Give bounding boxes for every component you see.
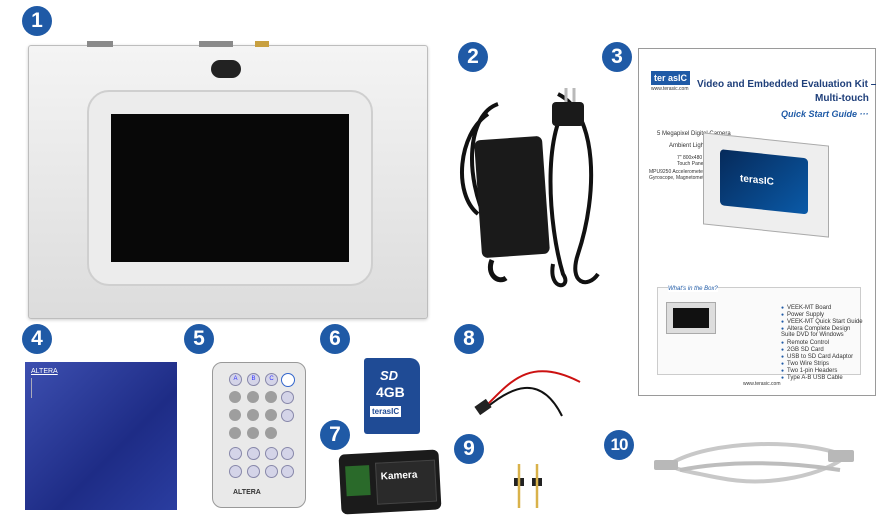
qsg-callout: Ambient Light Sensor (669, 143, 727, 149)
badge-2: 2 (458, 42, 488, 72)
remote-key (265, 391, 277, 403)
qsg-screen-logo: terasIC (740, 173, 774, 188)
remote-power-key (281, 373, 295, 387)
usb-sd-card-reader: Kamera (338, 449, 442, 515)
remote-key (247, 447, 260, 460)
remote-control: A B C ALTERA (212, 362, 306, 508)
remote-altera-logo: ALTERA (233, 489, 261, 496)
reader-slot (345, 465, 371, 497)
sd-card: SD 4GB terasIC (364, 358, 420, 434)
remote-key (281, 447, 294, 460)
qsg-box-item: VEEK-MT Quick Start Guide (781, 319, 863, 325)
qsg-url: www.terasic.com (651, 86, 689, 92)
board-port (255, 41, 269, 47)
qsg-mini-screen (673, 308, 709, 328)
qsg-box-item: Altera Complete Design Suite DVD for Win… (781, 326, 861, 338)
board-port (87, 41, 113, 47)
qsg-box-item: Two 1-pin Headers (781, 368, 837, 374)
qsg-mini-board (666, 302, 716, 334)
remote-key (281, 391, 294, 404)
badge-4: 4 (22, 324, 52, 354)
camera-module (211, 60, 241, 78)
badge-1: 1 (22, 6, 52, 36)
qsg-callout: 5 Megapixel Digital Camera (657, 131, 731, 137)
remote-key-b: B (247, 373, 260, 386)
qsg-callout: MPU9250 Accelerometer Gyroscope, Magneto… (649, 169, 726, 181)
qsg-board-photo: terasIC (703, 132, 829, 238)
remote-key (265, 427, 277, 439)
remote-key (229, 391, 241, 403)
qsg-board-screen: terasIC (720, 149, 808, 215)
display-board (28, 41, 428, 319)
qsg-box-heading: What's in the Box? (668, 286, 718, 292)
reader-brand: Kamera (380, 469, 418, 483)
remote-key (229, 447, 242, 460)
qsg-box-item: Power Supply (781, 312, 824, 318)
pin-headers (514, 464, 542, 508)
qsg-box-item: Type A-B USB Cable (781, 375, 843, 381)
cd-altera-logo: ALTERA (31, 368, 58, 375)
qsg-title-line1: Video and Embedded Evaluation Kit – (697, 79, 877, 90)
remote-key (281, 409, 294, 422)
qsg-box-item: VEEK-MT Board (781, 305, 831, 311)
lcd-bezel (87, 90, 373, 286)
qsg-title-line2: Multi-touch (815, 93, 869, 104)
remote-key (265, 465, 278, 478)
remote-key (265, 409, 277, 421)
remote-key (265, 447, 278, 460)
power-adapter-brick (473, 135, 551, 259)
qsg-box-item: Remote Control (781, 340, 829, 346)
quick-start-guide: ter asIC www.terasic.com Video and Embed… (638, 48, 876, 396)
software-cd: ALTERA (25, 362, 177, 510)
wire-strips (474, 370, 581, 417)
qsg-callout: 7" 800x480 LCD Touch Panel (677, 155, 714, 167)
qsg-box-item: USB to SD Card Adaptor (781, 354, 853, 360)
cd-label-block (31, 378, 68, 398)
badge-7: 7 (320, 420, 350, 450)
badge-5: 5 (184, 324, 214, 354)
badge-9: 9 (454, 434, 484, 464)
remote-key (229, 409, 241, 421)
qsg-footer-url: www.terasic.com (743, 381, 781, 387)
lcd-screen (111, 114, 349, 262)
remote-key-c: C (265, 373, 278, 386)
board-port (199, 41, 233, 47)
terasic-logo: ter asIC (651, 71, 691, 85)
remote-key (229, 427, 241, 439)
badge-8: 8 (454, 324, 484, 354)
sd-capacity: 4GB (376, 384, 405, 400)
remote-key (281, 465, 294, 478)
badge-3: 3 (602, 42, 632, 72)
qsg-subtitle: Quick Start Guide ··· (781, 109, 869, 119)
qsg-box-item: Two Wire Strips (781, 361, 829, 367)
sd-logo: SD (380, 368, 399, 383)
qsg-box-item: 2GB SD Card (781, 347, 824, 353)
badge-10: 10 (604, 430, 634, 460)
power-supply (460, 88, 600, 288)
remote-key (247, 391, 259, 403)
usb-cable (654, 442, 854, 484)
remote-key (247, 409, 259, 421)
remote-key (247, 465, 260, 478)
remote-key (247, 427, 259, 439)
badge-6: 6 (320, 324, 350, 354)
remote-key (229, 465, 242, 478)
sd-brand: terasIC (370, 406, 402, 417)
reader-label-panel: Kamera (374, 459, 438, 505)
remote-key-a: A (229, 373, 242, 386)
